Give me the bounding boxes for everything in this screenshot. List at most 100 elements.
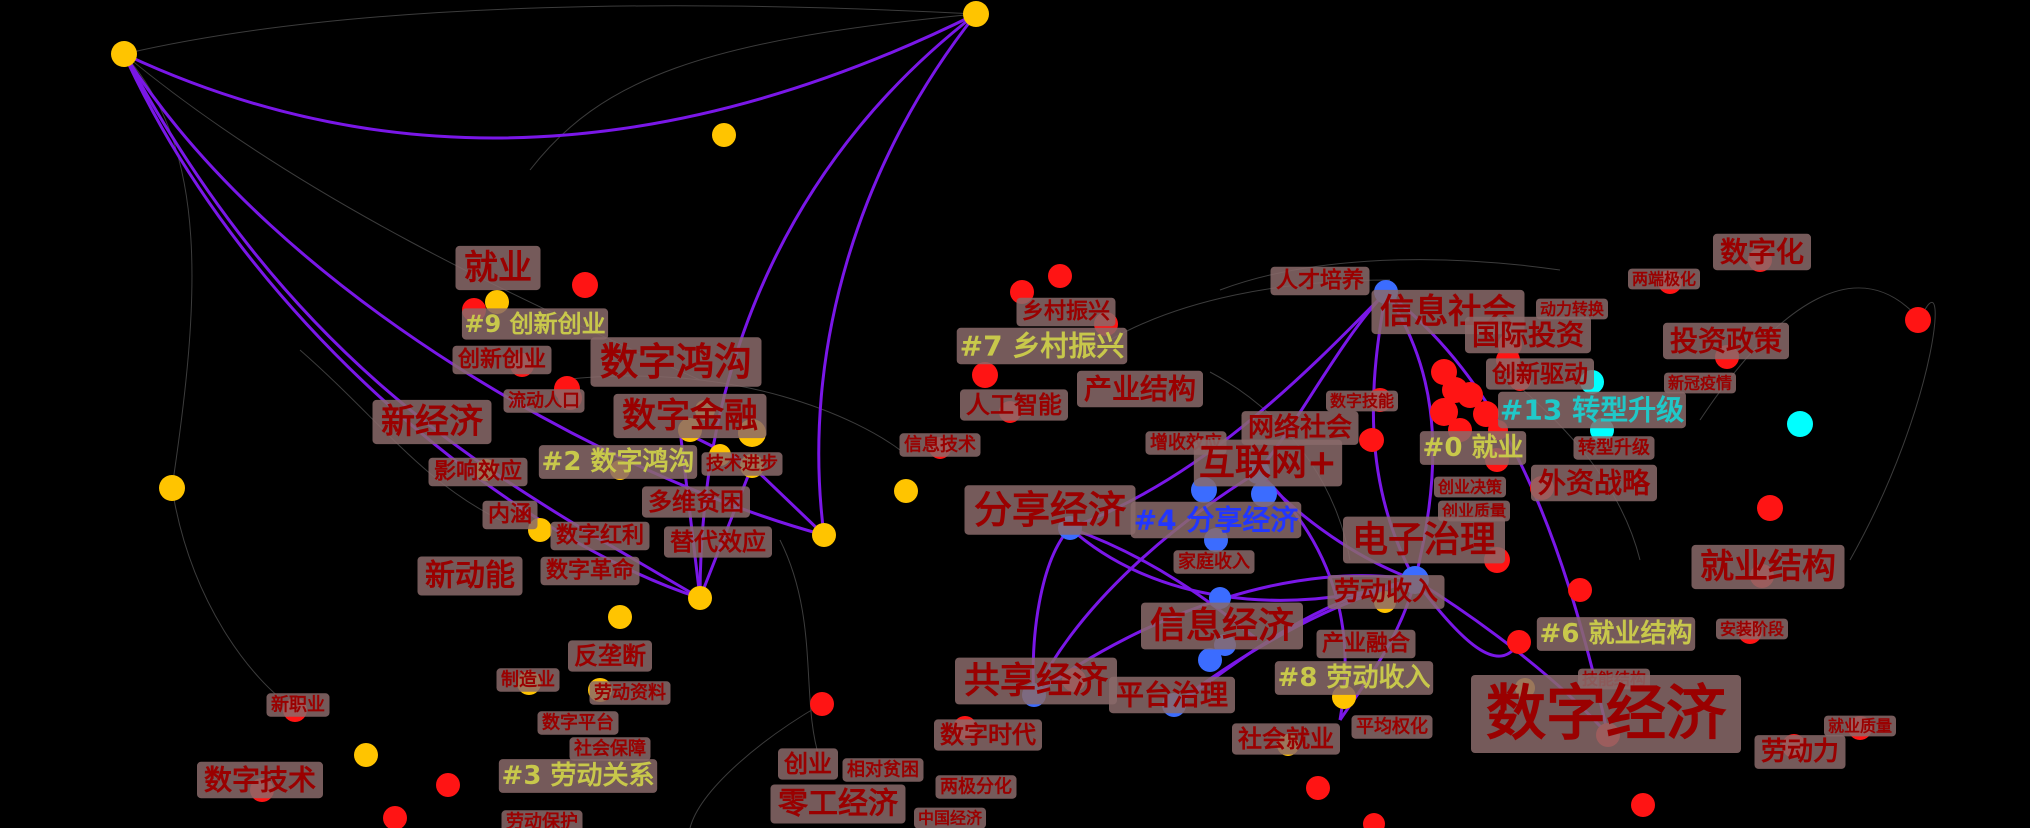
label-box — [1241, 411, 1359, 445]
cluster-label: #6 就业结构 — [1536, 617, 1696, 651]
cluster-label: #3 劳动关系 — [498, 759, 658, 793]
label-box — [1536, 298, 1608, 320]
label-box — [642, 486, 750, 518]
keyword-label: 数字技术 — [197, 761, 323, 799]
keyword-label-text: 相对贫困 — [847, 759, 919, 781]
keyword-label-text: 数字技能 — [1330, 392, 1394, 411]
keyword-label: 就业质量 — [1824, 715, 1896, 737]
label-box — [496, 668, 560, 692]
keyword-label-text: 网络社会 — [1248, 412, 1352, 443]
label-box — [934, 719, 1042, 751]
keyword-label: 零工经济 — [770, 784, 906, 824]
keyword-label: 乡村振兴 — [1016, 297, 1116, 327]
label-box — [461, 308, 609, 340]
keyword-label-text: 多维贫困 — [648, 488, 744, 516]
keyword-label-text: 创业质量 — [1441, 502, 1506, 521]
label-box — [664, 526, 772, 558]
keyword-label-text: 就业结构 — [1700, 547, 1836, 587]
keyword-label: 劳动保护 — [501, 810, 583, 828]
keyword-label: 动力转换 — [1536, 298, 1608, 320]
keyword-label: 数字平台 — [537, 711, 619, 735]
cluster-label-text: #8 劳动收入 — [1278, 663, 1431, 693]
label-box — [1077, 370, 1203, 408]
label-box — [1573, 436, 1655, 460]
label-box — [960, 389, 1068, 421]
cluster-label: #0 就业 — [1419, 431, 1527, 465]
keyword-label-text: 平台治理 — [1116, 679, 1228, 712]
faint-edge — [689, 704, 821, 828]
keyword-label-text: 制造业 — [501, 669, 555, 691]
label-box — [1343, 516, 1505, 564]
keyword-label-text: 人工智能 — [966, 391, 1062, 419]
keyword-label: 新经济 — [372, 399, 492, 445]
keyword-label: 新职业 — [266, 693, 330, 717]
label-box — [935, 775, 1017, 799]
label-box — [1824, 715, 1896, 737]
keyword-label-text: 反垄断 — [574, 642, 646, 670]
network-node — [1507, 630, 1531, 654]
network-node — [111, 41, 137, 67]
network-node — [354, 743, 378, 767]
network-node — [1048, 264, 1072, 288]
keyword-label-text: 电子治理 — [1352, 520, 1496, 561]
keyword-label: 创业质量 — [1438, 500, 1510, 522]
keyword-label: 国际投资 — [1465, 316, 1591, 354]
keyword-label: 内涵 — [482, 500, 538, 530]
faint-edge — [123, 5, 977, 55]
keyword-label-text: 创新创业 — [457, 347, 546, 373]
faint-edge — [1849, 301, 1936, 561]
keyword-label: 制造业 — [496, 668, 560, 692]
label-box — [550, 521, 650, 551]
label-box — [538, 445, 698, 479]
label-box — [770, 784, 906, 824]
keyword-label: 数字技能 — [1326, 390, 1398, 412]
label-box — [1438, 500, 1510, 522]
keyword-label: 数字时代 — [934, 719, 1042, 751]
cluster-label-text: #6 就业结构 — [1540, 619, 1693, 649]
keyword-label: 新动能 — [417, 556, 523, 596]
label-box — [1419, 431, 1527, 465]
network-node — [963, 1, 989, 27]
label-box — [498, 759, 658, 793]
label-box — [428, 457, 528, 487]
label-box — [537, 711, 619, 735]
keyword-label: 投资政策 — [1663, 322, 1789, 360]
label-box — [842, 758, 924, 782]
keyword-label-text: 信息经济 — [1150, 606, 1295, 647]
keyword-label: 数字经济 — [1471, 675, 1741, 753]
label-box — [372, 399, 492, 445]
cluster-label-text: #2 数字鸿沟 — [542, 446, 695, 477]
network-node — [572, 272, 598, 298]
keyword-label: 创业 — [778, 748, 838, 780]
label-box — [778, 748, 838, 780]
label-box — [956, 327, 1128, 365]
label-box — [1536, 617, 1696, 651]
label-box — [1232, 723, 1340, 755]
keyword-label: 多维贫困 — [642, 486, 750, 518]
keyword-label-text: 共享经济 — [964, 661, 1109, 702]
keyword-label: 数字鸿沟 — [590, 337, 762, 387]
keyword-label-text: 转型升级 — [1578, 437, 1651, 459]
faint-edge — [299, 349, 501, 521]
label-box — [1351, 715, 1433, 739]
cluster-label: #7 乡村振兴 — [956, 327, 1128, 365]
label-box — [1716, 618, 1788, 640]
network-node — [1905, 307, 1931, 333]
faint-edge — [779, 539, 821, 761]
keyword-label-text: 新冠疫情 — [1668, 374, 1732, 393]
keyword-label: 相对贫困 — [842, 758, 924, 782]
keyword-label: 平台治理 — [1109, 676, 1235, 714]
keyword-label-text: 两极分化 — [940, 776, 1012, 798]
keyword-label: 家庭收入 — [1173, 550, 1255, 574]
label-box — [1434, 476, 1506, 498]
cluster-label-text: #13 转型升级 — [1500, 394, 1684, 427]
label-box — [1663, 322, 1789, 360]
label-box — [197, 761, 323, 799]
cluster-label: #8 劳动收入 — [1274, 661, 1434, 695]
keyword-label-text: 动力转换 — [1540, 300, 1605, 319]
label-box — [1270, 266, 1370, 296]
cluster-label: #13 转型升级 — [1498, 391, 1686, 429]
label-box — [1471, 675, 1741, 753]
keyword-label-text: 数字革命 — [546, 558, 635, 584]
